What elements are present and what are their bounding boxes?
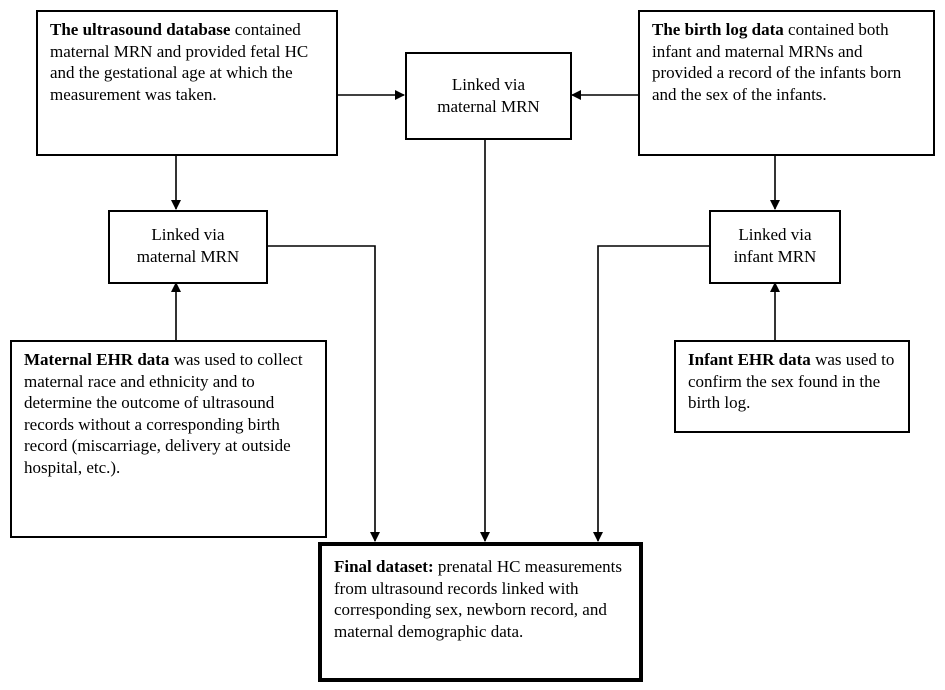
infant-ehr-text: was used to confirm the sex found in the… [688,350,895,412]
birth-log-title: The birth log data [652,20,784,39]
link-top-line1: Linked via [451,75,526,94]
ultrasound-database-box: The ultrasound database contained matern… [36,10,338,156]
final-dataset-text: prenatal HC measurements from ultrasound… [334,557,622,641]
maternal-ehr-box: Maternal EHR data was used to collect ma… [10,340,327,538]
linked-via-infant-mrn-box: Linked via infant MRN [709,210,841,284]
ultrasound-database-title: The ultrasound database [50,20,231,39]
link-left-line2: maternal MRN [136,246,240,266]
birth-log-text: contained both infant and maternal MRNs … [652,20,902,104]
maternal-ehr-text: was used to collect maternal race and et… [24,350,303,477]
ultrasound-database-text: contained maternal MRN and provided feta… [50,20,309,104]
arrow-left-link-to-final [268,245,380,542]
link-top-line2: maternal MRN [437,96,540,116]
arrow-right-link-to-final [593,245,709,542]
infant-ehr-title: Infant EHR data [688,350,811,369]
maternal-ehr-title: Maternal EHR data [24,350,170,369]
link-right-line1: Linked via [738,225,812,244]
linked-via-maternal-mrn-left-box: Linked via maternal MRN [108,210,268,284]
linked-via-maternal-mrn-top-box: Linked via maternal MRN [405,52,572,140]
final-dataset-title: Final dataset: [334,557,434,576]
birth-log-box: The birth log data contained both infant… [638,10,935,156]
link-right-line2: infant MRN [733,246,817,266]
infant-ehr-box: Infant EHR data was used to confirm the … [674,340,910,433]
link-left-line1: Linked via [151,225,225,244]
final-dataset-box: Final dataset: prenatal HC measurements … [318,542,643,682]
